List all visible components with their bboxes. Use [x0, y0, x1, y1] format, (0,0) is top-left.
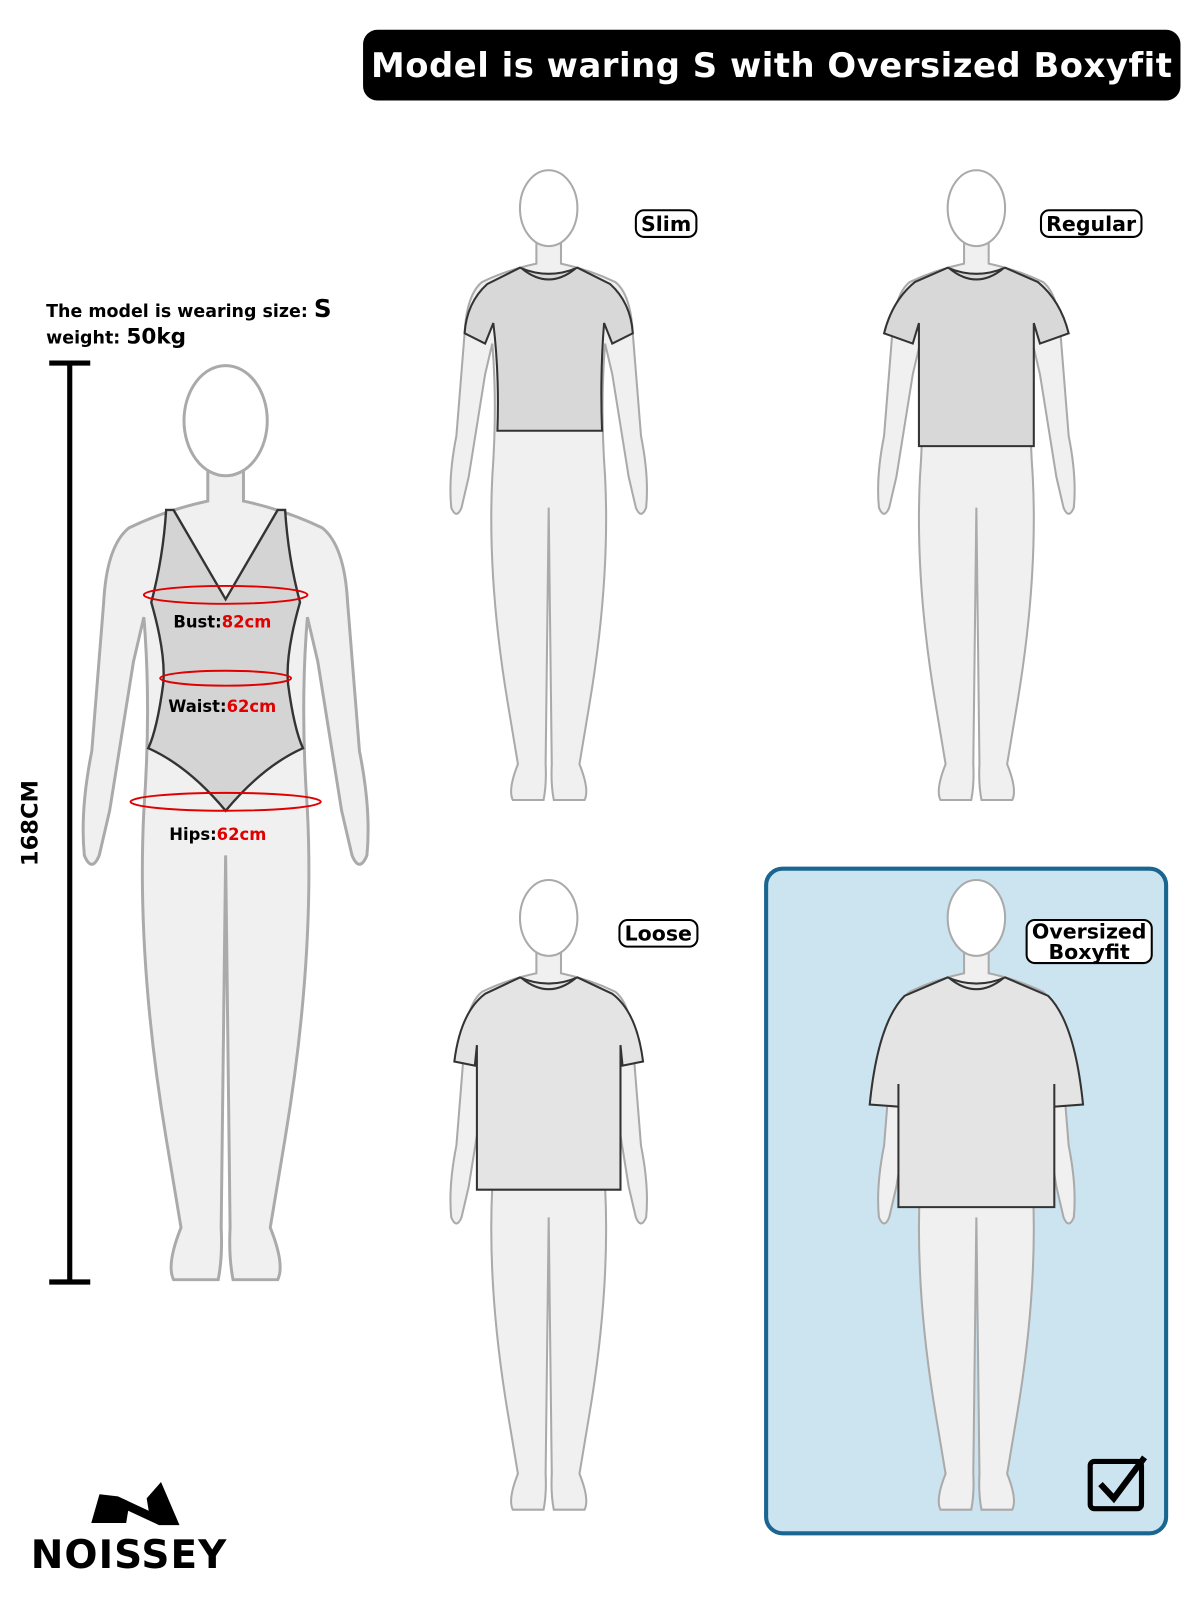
model-weight-info: weight: 50kg [46, 324, 186, 349]
collar [949, 977, 1004, 991]
collar [949, 267, 1004, 281]
waist-line [159, 669, 293, 687]
head [946, 169, 1007, 248]
fit-label-regular: Regular [1039, 209, 1143, 238]
figure-regular [877, 169, 1076, 801]
body-outline [81, 463, 370, 1282]
figure-loose [449, 878, 648, 1511]
head [518, 169, 579, 248]
shirt [453, 976, 645, 1191]
brand-logo-text: NOISSEY [30, 1532, 228, 1578]
height-ruler [49, 360, 91, 1285]
shirt [463, 266, 634, 432]
fit-label-loose: Loose [618, 918, 699, 948]
head [518, 878, 579, 957]
shirt [882, 266, 1070, 448]
size-value: S [313, 294, 332, 324]
height-label: 168CM [17, 779, 44, 867]
model-figure [81, 364, 370, 1282]
collar [521, 267, 577, 281]
bodysuit [146, 508, 305, 813]
hips-value: 62cm [216, 824, 267, 845]
hips-line [129, 791, 322, 812]
bust-label: Bust: [173, 612, 222, 632]
waist-measurement: Waist:62cm [168, 696, 276, 715]
fit-label-oversized-boxyfit: Oversized Boxyfit [1025, 918, 1153, 965]
weight-value: 50kg [126, 324, 187, 349]
waist-value: 62cm [226, 696, 277, 716]
size-label: The model is wearing size: [46, 301, 308, 323]
figure-slim [449, 169, 648, 801]
fit-label-slim: Slim [634, 209, 698, 238]
collar [521, 977, 577, 991]
hips-measurement: Hips:62cm [169, 825, 266, 844]
brand-logo-mark [91, 1481, 180, 1526]
bust-measurement: Bust:82cm [173, 612, 271, 631]
page-title: Model is waring S with Oversized Boxyfit [363, 29, 1181, 101]
weight-label: weight: [46, 328, 121, 349]
hips-label: Hips: [169, 824, 217, 845]
model-size-info: The model is wearing size: S [46, 294, 331, 323]
head [182, 364, 269, 478]
bust-line [142, 584, 309, 605]
shirt [868, 976, 1085, 1209]
figure-oversized-boxyfit [868, 878, 1085, 1511]
bust-value: 82cm [221, 612, 272, 632]
waist-label: Waist: [168, 696, 227, 716]
checkbox-checked-icon [1087, 1455, 1148, 1512]
head [946, 878, 1007, 957]
